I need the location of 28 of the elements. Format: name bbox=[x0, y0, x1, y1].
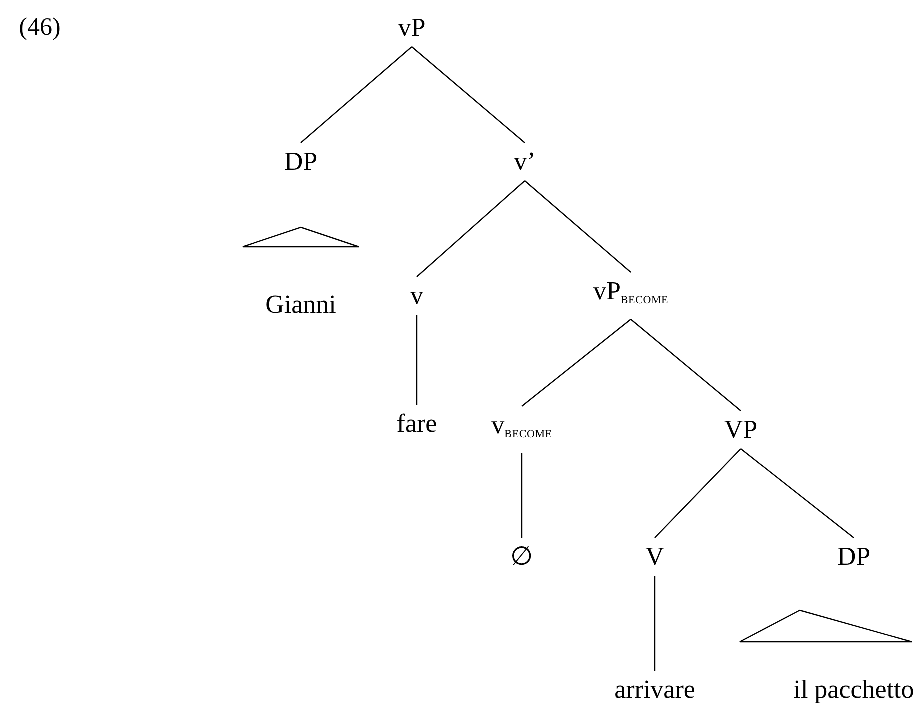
tree-node-label: v bbox=[408, 277, 426, 315]
tree-node-label: v$_{BECOME}$ bbox=[490, 406, 554, 454]
tree-branch bbox=[654, 576, 656, 671]
tree-node-label: v’ bbox=[512, 143, 538, 181]
roof-triangle bbox=[740, 610, 912, 642]
tree-branch bbox=[524, 180, 632, 273]
tree-node-label: fare bbox=[394, 405, 440, 443]
tree-node-label: Gianni bbox=[264, 286, 338, 324]
tree-node-label: il pacchetto bbox=[792, 671, 913, 709]
tree-branch bbox=[630, 319, 742, 412]
tree-branch bbox=[412, 46, 526, 144]
tree-node-label: vP bbox=[396, 9, 428, 47]
tree-node-label: DP bbox=[282, 143, 320, 181]
roof-triangle bbox=[243, 227, 359, 247]
tree-branch bbox=[300, 46, 412, 144]
tree-node-label: V bbox=[644, 538, 666, 576]
tree-node-label: arrivare bbox=[612, 671, 698, 709]
tree-branch bbox=[740, 448, 854, 538]
tree-branch bbox=[416, 180, 526, 278]
tree-branch bbox=[654, 448, 742, 538]
tree-node-label: vP$_{BECOME}$ bbox=[591, 272, 671, 320]
tree-node-label: ∅ bbox=[508, 538, 536, 576]
tree-node-label: DP bbox=[835, 538, 873, 576]
tree-branch bbox=[521, 454, 523, 538]
tree-branch bbox=[416, 315, 418, 405]
tree-node-label: VP bbox=[722, 411, 760, 449]
tree-branch bbox=[522, 319, 632, 407]
example-number: (46) bbox=[19, 14, 61, 42]
